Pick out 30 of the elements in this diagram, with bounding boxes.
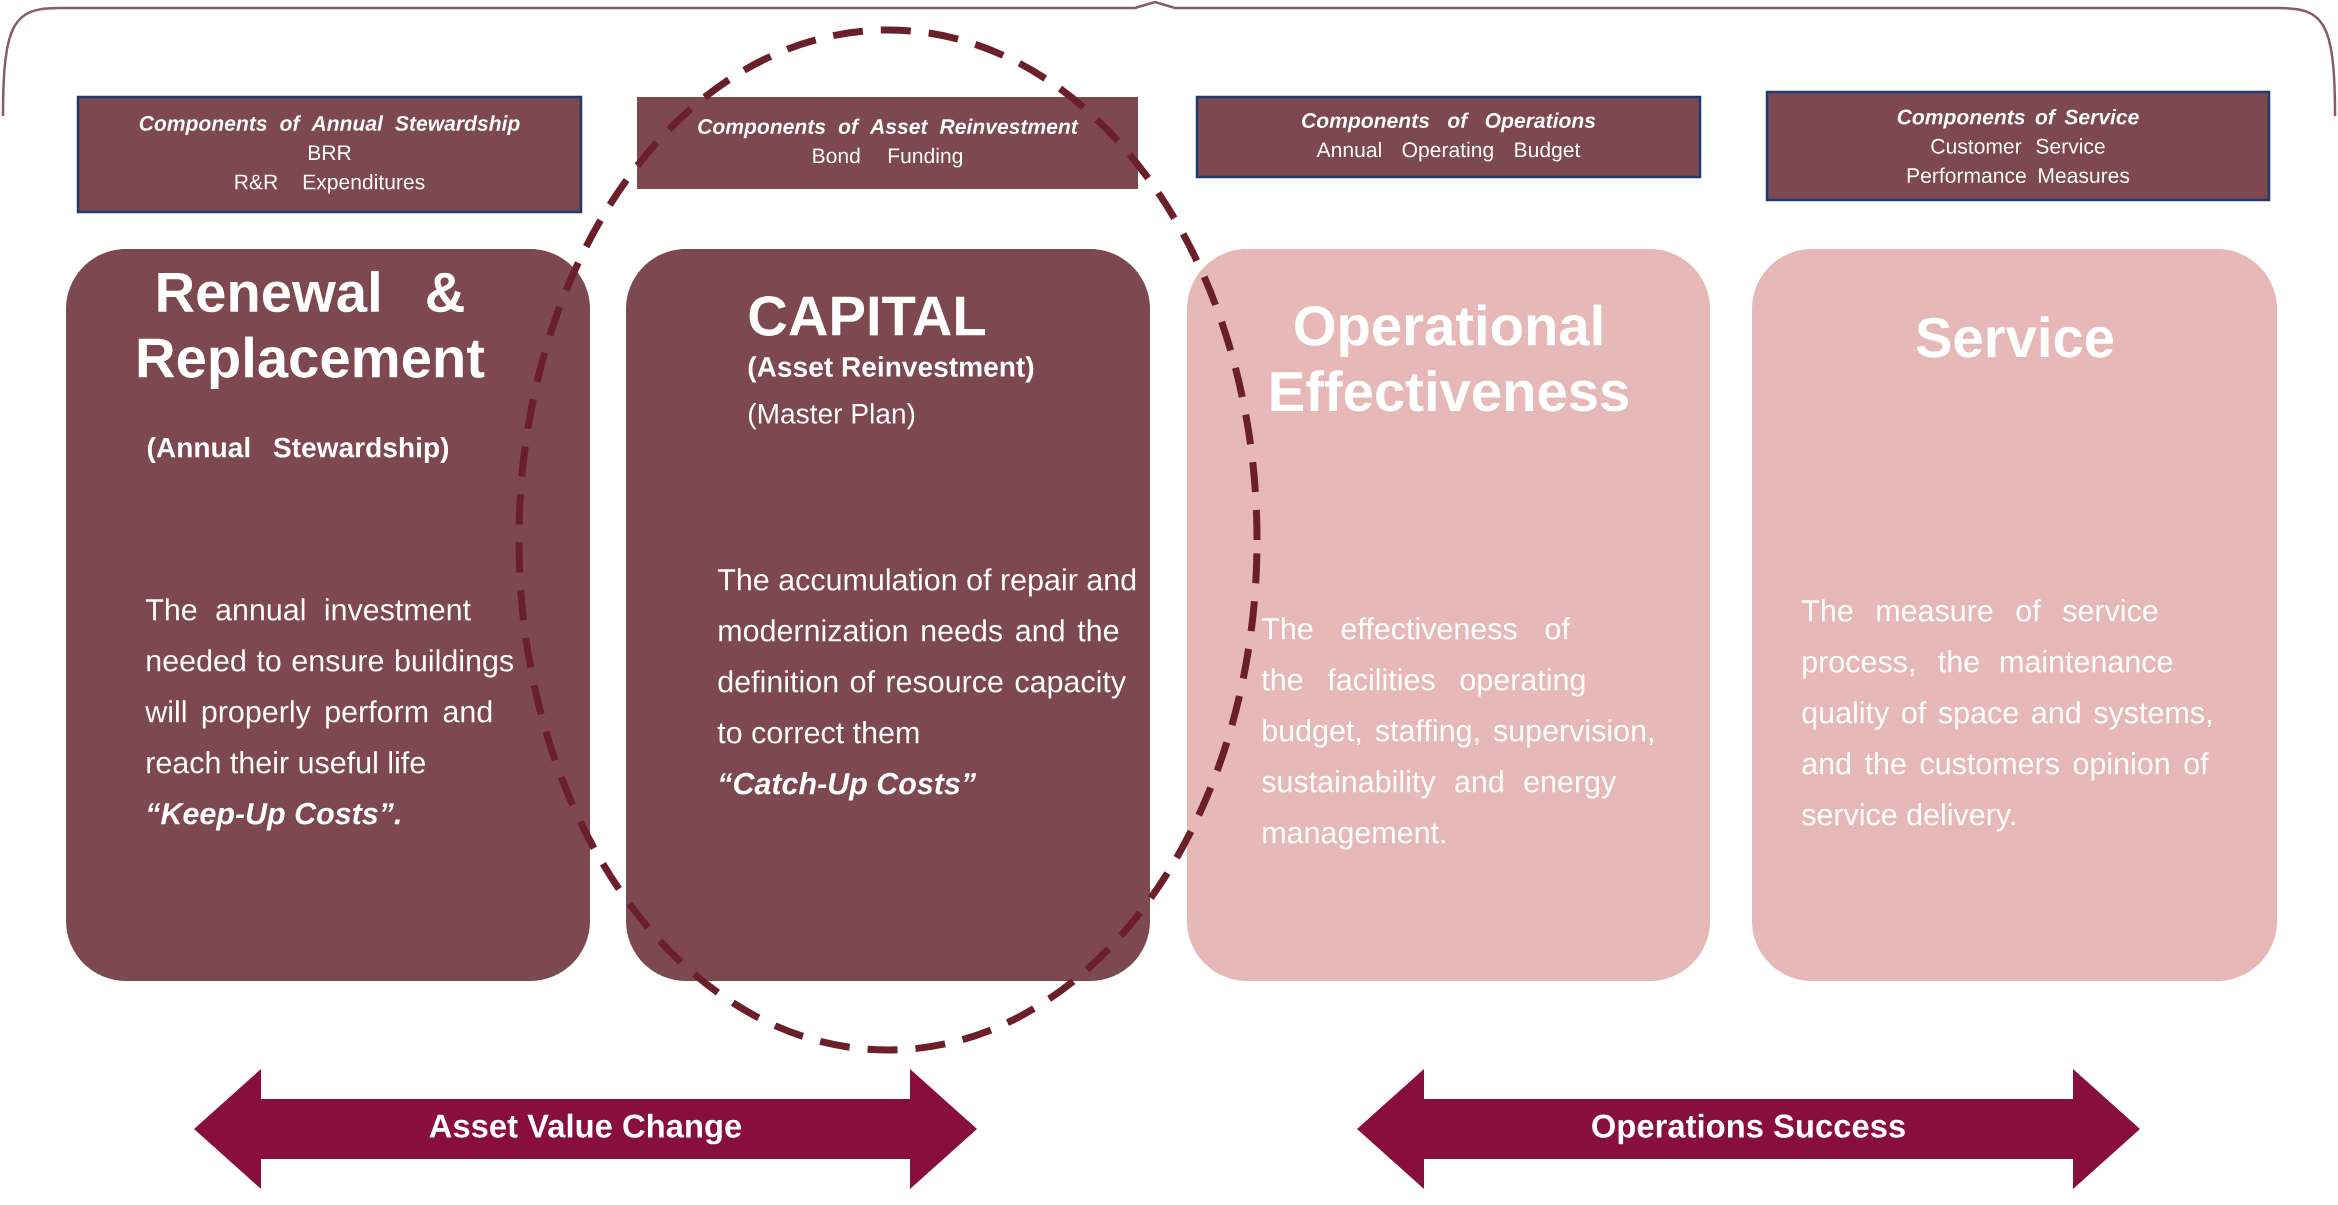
card-subtitle: (Asset Reinvestment) [748, 356, 1034, 383]
header-title: Components of Operations [1302, 112, 1596, 133]
card-text: The measure of service process, the maintenance quality of space and systems, and the customers opinion of service delivery. [1801, 599, 2211, 832]
card [1752, 249, 2277, 981]
header-text: Annual Operating Budget [1316, 141, 1581, 162]
header-text: BRR [308, 145, 351, 160]
card-subtitle: (Annual Stewardship) [147, 436, 449, 464]
card-title: CAPITAL [749, 296, 985, 336]
card [626, 249, 1150, 981]
header-box [637, 97, 1138, 189]
card-subtitle: (Master Plan) [749, 403, 915, 430]
header-box [1765, 90, 2271, 202]
card-title: Operational Effectiveness [1271, 304, 1628, 412]
card-text: The effectiveness of the facilities operating budget, staffing, supervision, sustainability and energy management. [1261, 617, 1653, 850]
card [66, 249, 590, 981]
card-title: Service [1916, 316, 2114, 358]
header-text: R&R Expenditures [235, 173, 425, 194]
header-title: Components of Service [1897, 108, 2139, 129]
card-text: The accumulation of repair and modernization needs and the definition of resource capacity to correct them [717, 568, 1136, 744]
header-box [1195, 95, 1702, 179]
header-text: Bond Funding [813, 147, 962, 168]
header-box [76, 95, 583, 214]
card-text: The annual investment needed to ensure buildings will properly perform and reach their useful life [145, 598, 514, 774]
header-title: Components of Asset Reinvestment [698, 118, 1079, 139]
emphasis-text: “Catch-Up Costs” [720, 772, 977, 801]
header-title: Components of Annual Stewardship [139, 115, 520, 136]
card-title: Renewal & Replacement [138, 271, 485, 389]
emphasis-text: “Keep-Up Costs”. [148, 802, 400, 831]
card [1187, 249, 1710, 981]
header-text: Customer Service Performance Measures [1907, 138, 2130, 183]
